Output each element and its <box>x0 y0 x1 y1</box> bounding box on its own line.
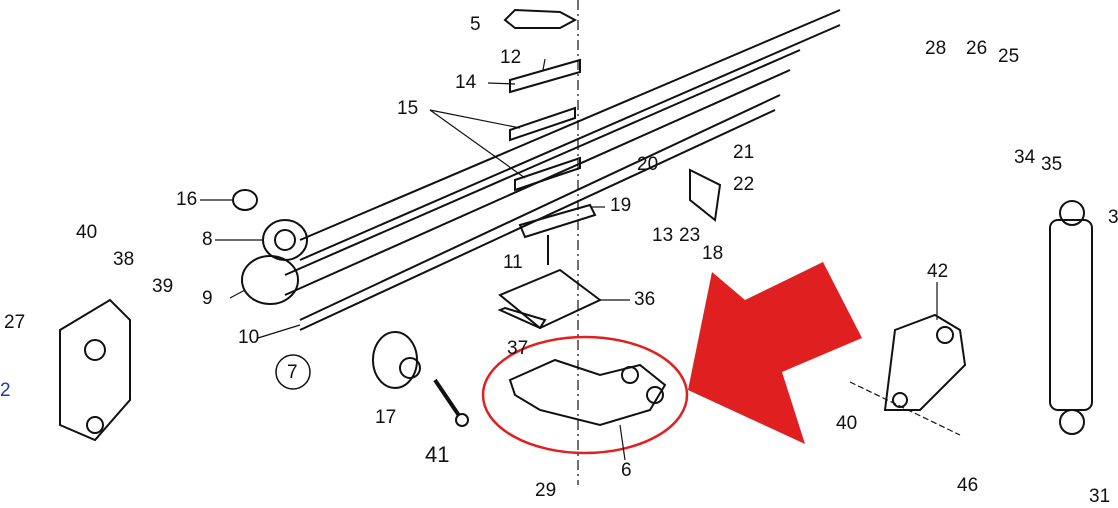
red-arrow <box>688 262 862 444</box>
pad-15b <box>514 156 581 192</box>
callout-28: 28 <box>925 38 947 59</box>
callout-40-right: 40 <box>836 413 858 434</box>
callout-27: 27 <box>4 312 26 333</box>
callout-46: 46 <box>957 475 979 496</box>
shock-absorber <box>1049 219 1093 411</box>
callout-22: 22 <box>733 174 755 195</box>
pad-15a <box>509 106 576 142</box>
callout-23: 23 <box>679 225 701 246</box>
bracket-5 <box>503 8 578 29</box>
highlight-ring <box>481 335 689 455</box>
callout-17: 17 <box>375 407 397 428</box>
callout-12: 12 <box>500 47 522 68</box>
pad-36 <box>498 268 602 330</box>
bushing-16 <box>232 189 258 211</box>
callout-36: 36 <box>634 289 656 310</box>
callout-19: 19 <box>610 195 632 216</box>
bushing-17 <box>372 331 418 389</box>
callout-5: 5 <box>470 14 481 35</box>
leaf-spring-top <box>299 9 841 261</box>
callout-14: 14 <box>455 72 477 93</box>
callout-18: 18 <box>702 243 724 264</box>
callout-34: 34 <box>1014 147 1036 168</box>
plate-19 <box>518 203 597 239</box>
bracket-18 <box>689 168 722 222</box>
callout-29: 29 <box>535 480 557 501</box>
callout-41: 41 <box>425 442 450 467</box>
bracket-6 <box>508 358 667 427</box>
callout-11: 11 <box>503 252 523 273</box>
callout-10: 10 <box>238 327 260 348</box>
callout-3: 3 <box>1108 207 1118 228</box>
callout-42: 42 <box>927 261 949 282</box>
hanger-38 <box>59 298 131 442</box>
callout-26: 26 <box>966 38 988 59</box>
figure-number-circle <box>275 354 311 390</box>
callout-8: 8 <box>202 229 213 250</box>
hanger-42 <box>883 313 967 411</box>
callout-25: 25 <box>998 46 1020 67</box>
callout-38: 38 <box>113 249 135 270</box>
callout-37: 37 <box>507 338 529 359</box>
callout-9: 9 <box>202 288 213 309</box>
callout-15: 15 <box>397 98 419 119</box>
spring-eye-9 <box>241 255 299 305</box>
callout-16: 16 <box>176 189 198 210</box>
callout-39: 39 <box>152 276 174 297</box>
callout-35: 35 <box>1041 154 1063 175</box>
callout-21: 21 <box>733 142 755 163</box>
callout-6: 6 <box>621 460 632 481</box>
callout-31: 31 <box>1089 486 1111 507</box>
pad-14 <box>509 58 581 94</box>
figure-number: 7 <box>287 362 298 383</box>
callout-40-left: 40 <box>76 222 98 243</box>
callout-20: 20 <box>637 154 659 175</box>
callout-13: 13 <box>652 225 674 246</box>
callout-2: 2 <box>0 380 11 401</box>
